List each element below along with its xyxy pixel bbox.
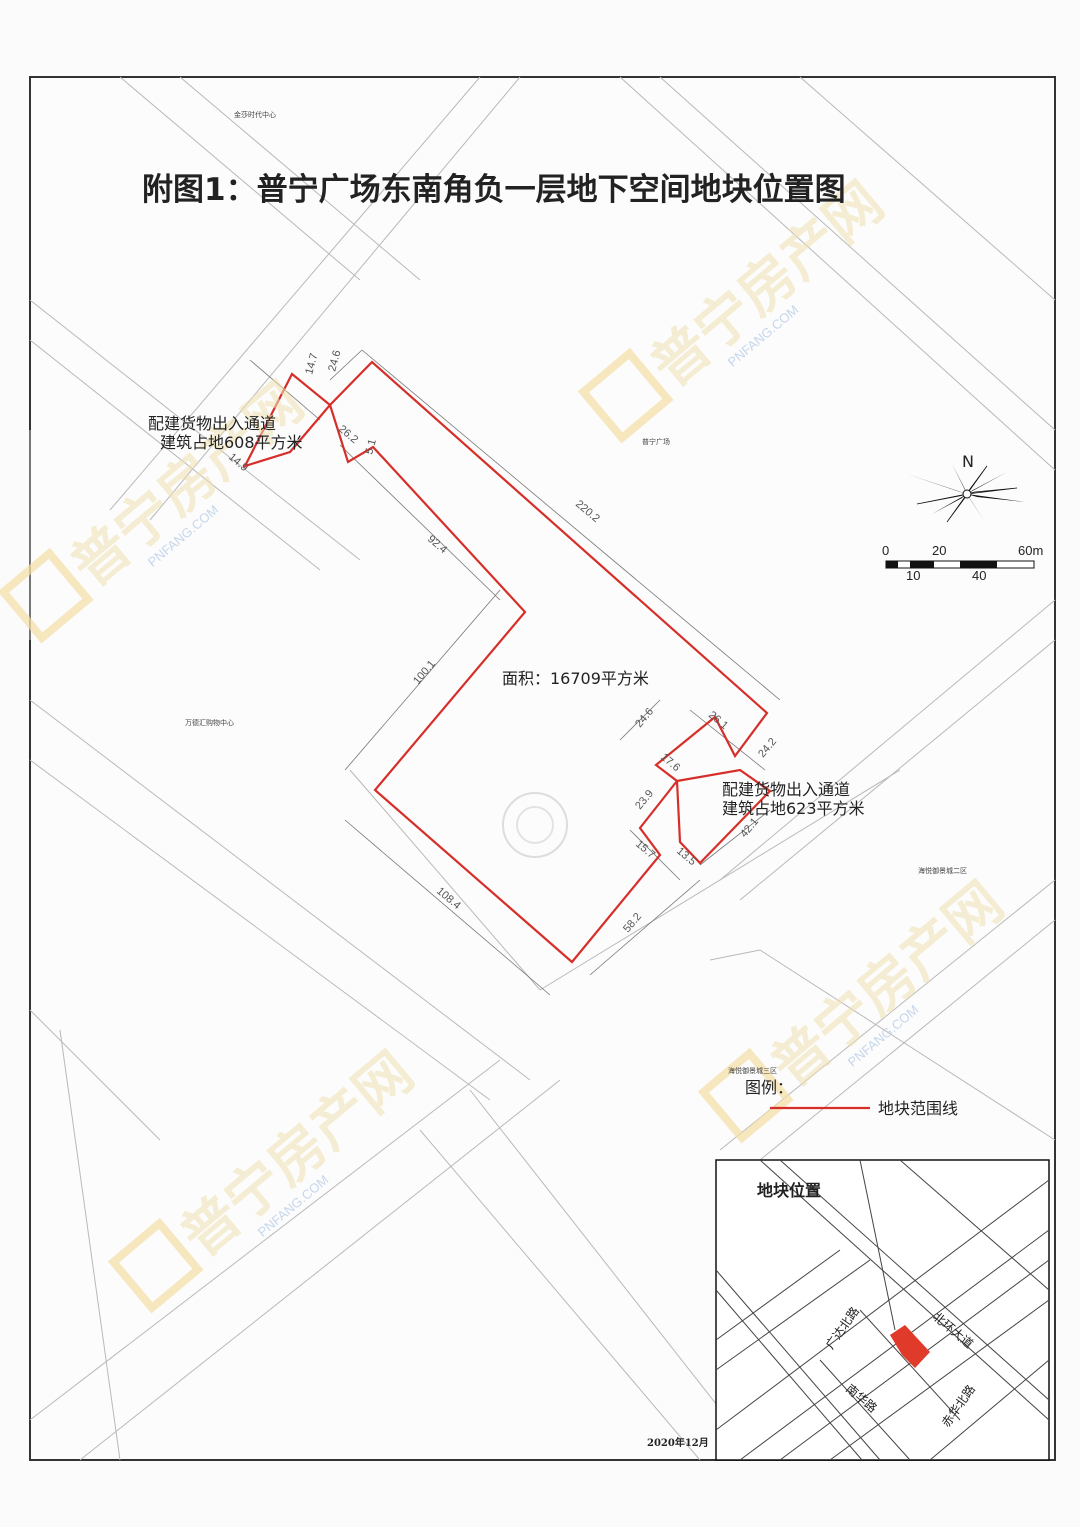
parcel-area-label: 面积：16709平方米 bbox=[502, 669, 649, 688]
label-wanhui: 万德汇购物中心 bbox=[185, 718, 234, 727]
dimension-lines bbox=[249, 349, 781, 996]
scale-label: 0 bbox=[882, 543, 889, 558]
north-arrow-icon bbox=[907, 464, 1025, 523]
page-title: 附图1：普宁广场东南角负一层地下空间地块位置图 bbox=[142, 172, 846, 208]
annotation-nw-line2: 建筑占地608平方米 bbox=[160, 433, 303, 452]
label-haiyue-3: 海悦御景城三区 bbox=[728, 1066, 777, 1075]
parcel-boundary bbox=[328, 360, 769, 964]
label-puning-square: 普宁广场 bbox=[642, 437, 670, 446]
annotation-nw-line1: 配建货物出入通道 bbox=[148, 414, 276, 433]
legend: 图例： 地块范围线 bbox=[745, 1078, 958, 1118]
dim-label: 5.1 bbox=[363, 438, 379, 456]
annotation-se-line2: 建筑占地623平方米 bbox=[722, 799, 865, 818]
inset-map: 地块位置 广达北路 北环大道 南华路 赤华北路 2020年12月 bbox=[647, 1159, 1050, 1461]
legend-title: 图例： bbox=[745, 1078, 793, 1097]
scale-label: 40 bbox=[972, 568, 986, 583]
dim-label: 24.6 bbox=[326, 349, 343, 373]
legend-item-label: 地块范围线 bbox=[878, 1099, 958, 1118]
label-haiyue-2: 海悦御景城二区 bbox=[918, 866, 967, 875]
scale-bar: 0 20 60m 10 40 bbox=[882, 543, 1043, 583]
north-label: N bbox=[962, 452, 974, 471]
inset-site-marker bbox=[890, 1325, 930, 1368]
annotation-se-line1: 配建货物出入通道 bbox=[722, 780, 850, 799]
dim-label: 14.7 bbox=[303, 352, 320, 376]
map-date: 2020年12月 bbox=[647, 1436, 709, 1449]
parcel-nw-passage bbox=[242, 372, 332, 468]
scale-label: 60m bbox=[1018, 543, 1043, 558]
scale-label: 20 bbox=[932, 543, 946, 558]
label-jinsha: 金莎时代中心 bbox=[234, 110, 276, 119]
parcel-se-passage bbox=[675, 768, 772, 865]
inset-title: 地块位置 bbox=[757, 1181, 821, 1200]
scale-label: 10 bbox=[906, 568, 920, 583]
base-map-lines bbox=[29, 76, 1056, 1461]
